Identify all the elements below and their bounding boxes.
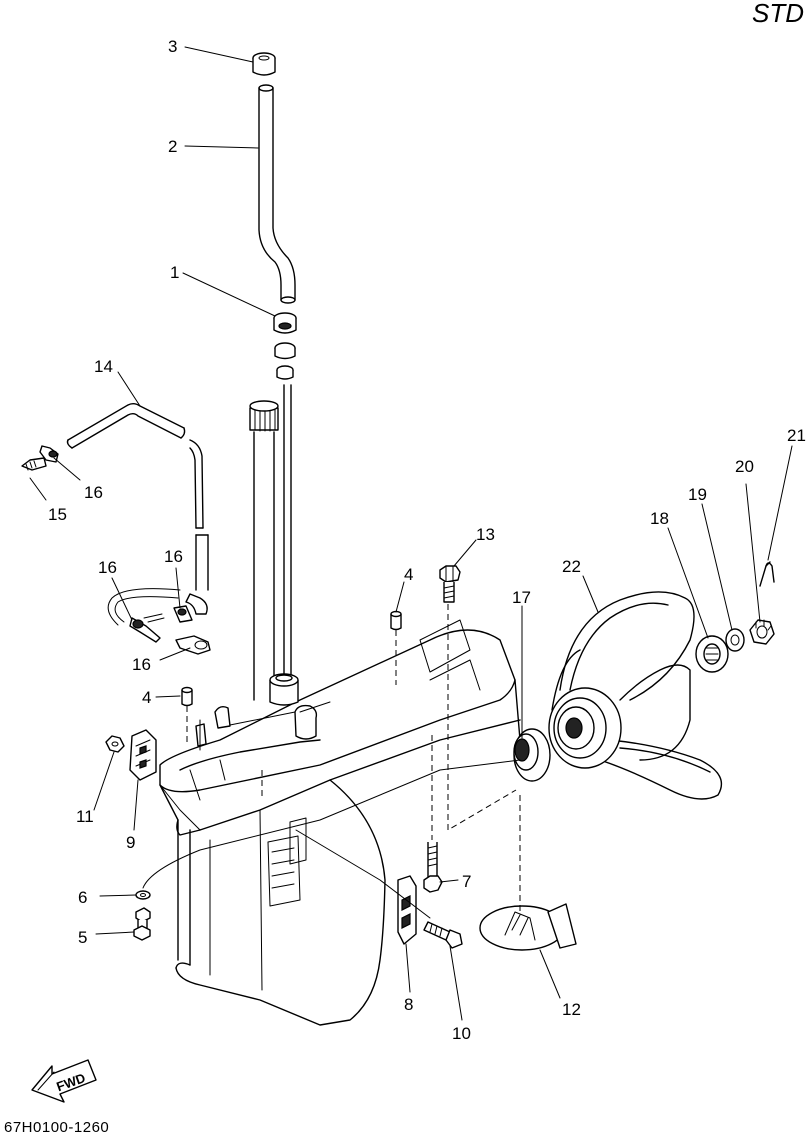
callout-9: 9: [126, 833, 135, 852]
part-6-washer: [135, 890, 151, 900]
part-4-dowel-upper: [390, 610, 402, 631]
part-15-screw: [21, 457, 47, 471]
callout-13: 13: [476, 525, 495, 544]
callout-3: 3: [168, 37, 177, 56]
part-14-hose: [66, 403, 209, 626]
callout-10: 10: [452, 1024, 471, 1043]
callout-4-upper: 4: [404, 565, 413, 584]
callout-1: 1: [170, 263, 179, 282]
part-16-clip-mid: [173, 605, 193, 623]
part-2-water-tube: [258, 84, 296, 304]
callout-16-mid: 16: [164, 547, 183, 566]
callout-2: 2: [168, 137, 177, 156]
part-17-thrust-washer: [513, 728, 551, 782]
callout-6: 6: [78, 888, 87, 907]
anode-bolt: [195, 723, 207, 747]
callout-16-top: 16: [84, 483, 103, 502]
callout-7: 7: [462, 872, 471, 891]
assembly-guide-lines: [142, 604, 521, 919]
callout-17: 17: [512, 588, 531, 607]
callout-5: 5: [78, 928, 87, 947]
part-21-cotter-pin: [759, 561, 775, 587]
callout-19: 19: [688, 485, 707, 504]
callout-16-low: 16: [132, 655, 151, 674]
callout-labels: 3 2 1 14 16 15 16 16 16 4 4 13 17 22 18 …: [48, 37, 806, 1043]
fwd-arrow-badge: FWD: [31, 1059, 97, 1103]
part-1-seal-stack: [273, 312, 297, 380]
part-4-dowel-left: [181, 686, 193, 707]
part-19-washer: [725, 628, 745, 652]
leader-lines: [29, 46, 793, 1021]
variant-label: STD: [752, 0, 804, 28]
callout-22: 22: [562, 557, 581, 576]
part-11-nut: [105, 735, 125, 753]
callout-4-left: 4: [142, 688, 151, 707]
part-12-trim-tab: [479, 903, 577, 951]
part-22-propeller: [548, 591, 723, 800]
part-8-anode: [397, 875, 417, 945]
callout-20: 20: [735, 457, 754, 476]
part-7-bolt: [423, 842, 443, 893]
callout-18: 18: [650, 509, 669, 528]
part-9-trim-tab: [129, 729, 157, 781]
part-5-bolt: [133, 907, 151, 941]
callout-21: 21: [787, 426, 806, 445]
callout-8: 8: [404, 995, 413, 1014]
part-3-grommet: [252, 52, 276, 76]
callout-11: 11: [76, 807, 94, 826]
callout-14: 14: [94, 357, 113, 376]
part-18-spacer: [695, 635, 729, 673]
drawing-code: 67H0100-1260: [4, 1119, 109, 1136]
callout-16-left: 16: [98, 558, 117, 577]
part-16-clip-left: [129, 613, 165, 643]
part-20-castle-nut: [749, 619, 775, 645]
callout-12: 12: [562, 1000, 581, 1019]
part-16-clip-low: [175, 635, 211, 655]
part-13-bolt: [439, 565, 461, 603]
gearcase-housing: [159, 619, 521, 1026]
part-10-bolt: [423, 921, 463, 949]
drive-shaft: [249, 384, 292, 701]
callout-15: 15: [48, 505, 67, 524]
